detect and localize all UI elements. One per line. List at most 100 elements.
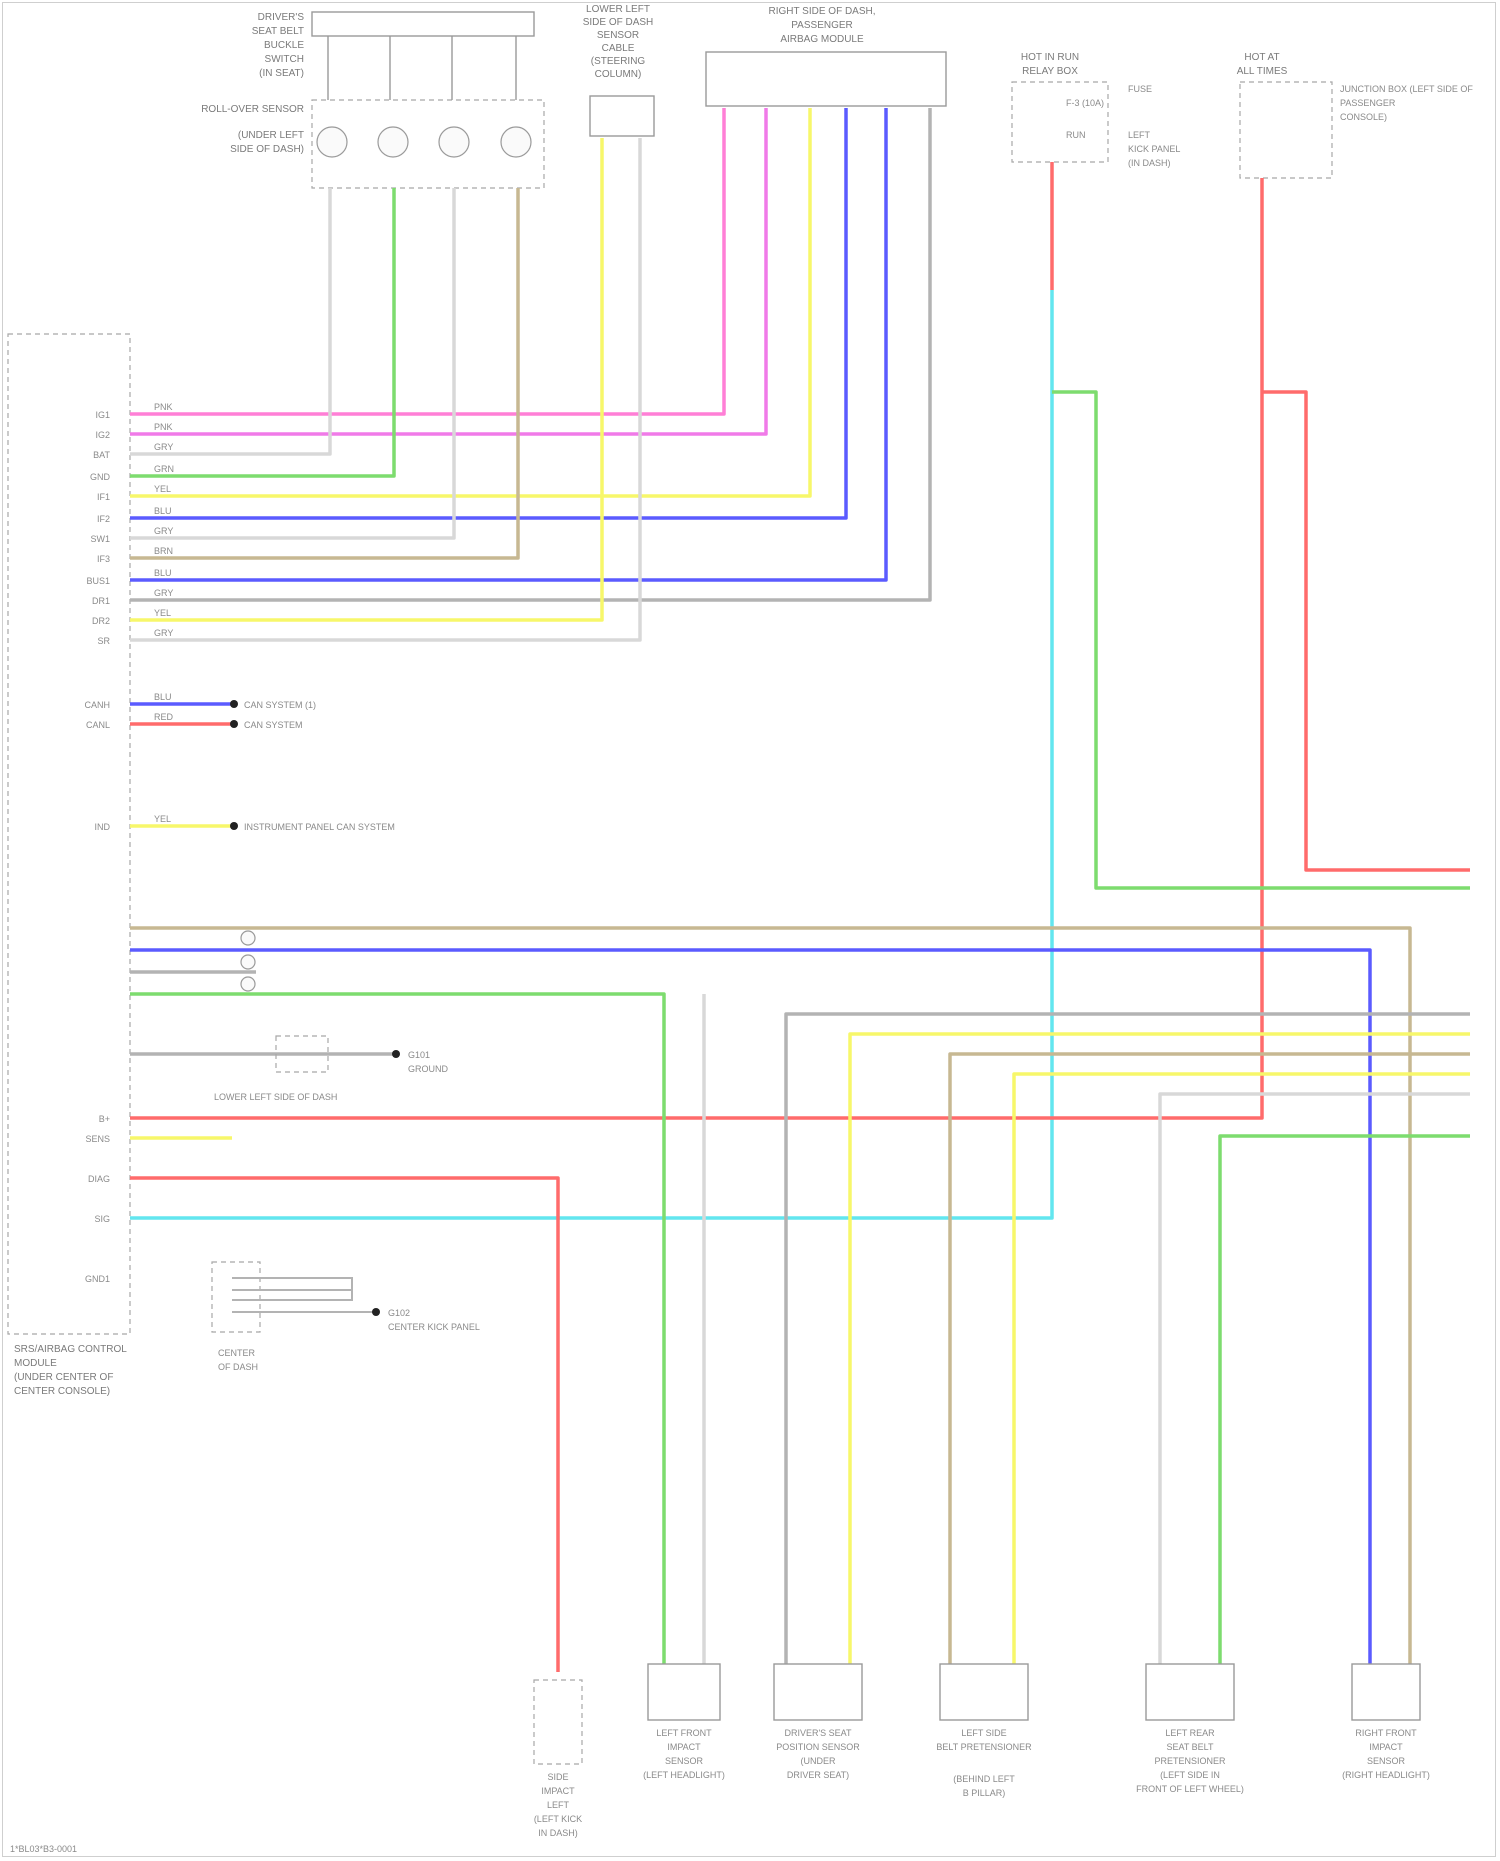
switch-label-1: DRIVER'S xyxy=(258,12,305,23)
wire-label-yel-1: YEL xyxy=(154,484,171,494)
comp6-l1: RIGHT FRONT xyxy=(1355,1728,1417,1738)
wire-sr-lightgray xyxy=(130,138,640,640)
comp6-l2: IMPACT xyxy=(1369,1742,1403,1752)
comp3-l1: DRIVER'S SEAT xyxy=(784,1728,852,1738)
comp5-l5: FRONT OF LEFT WHEEL) xyxy=(1136,1784,1244,1794)
wire-hotrun-cyan xyxy=(130,290,1052,1218)
comp2-l1: LEFT FRONT xyxy=(656,1728,712,1738)
can-labels: CANH CANL BLU RED CAN SYSTEM (1) CAN SYS… xyxy=(84,692,394,832)
wire-if3-brown xyxy=(130,188,518,558)
srs-label-1: SRS/AIRBAG CONTROL xyxy=(14,1344,127,1355)
wire-label-gry-3: GRY xyxy=(154,588,173,598)
wire-label-pnk-2: PNK xyxy=(154,422,173,432)
pin-sw1: SW1 xyxy=(90,534,110,544)
pin-sr: SR xyxy=(97,636,110,646)
wire-ig2-magenta xyxy=(130,108,766,434)
wire-label-gry-2: GRY xyxy=(154,526,173,536)
pin-canl: CANL xyxy=(86,720,110,730)
hotrun-line-6: (IN DASH) xyxy=(1128,158,1171,168)
ground-lower-left: LOWER LEFT SIDE OF DASH xyxy=(214,1092,337,1102)
pin-canh: CANH xyxy=(84,700,110,710)
pin-bplus: B+ xyxy=(99,1114,110,1124)
wire-sw1-gray xyxy=(130,188,454,538)
pin-gnd: GND xyxy=(90,472,111,482)
hotall-line-1: JUNCTION BOX (LEFT SIDE OF xyxy=(1340,84,1473,94)
hotrun-line-4: LEFT xyxy=(1128,130,1151,140)
comp5-l3: PRETENSIONER xyxy=(1154,1756,1226,1766)
occ-label-1: LOWER LEFT xyxy=(586,4,650,15)
pin-if2: IF2 xyxy=(97,514,110,524)
can-dest-2: CAN SYSTEM xyxy=(244,720,303,730)
comp3-l3: (UNDER xyxy=(801,1756,836,1766)
hotall-label-2: ALL TIMES xyxy=(1237,66,1288,77)
comp1-l4: (LEFT KICK xyxy=(534,1814,582,1824)
wire-hotall-red-right xyxy=(1262,392,1470,870)
hotrun-label-2: RELAY BOX xyxy=(1022,66,1078,77)
comp1-l1: SIDE xyxy=(547,1772,568,1782)
rollover-label-3: SIDE OF DASH) xyxy=(230,144,304,155)
hotrun-line-3: RUN xyxy=(1066,130,1086,140)
pin-diag: DIAG xyxy=(88,1174,110,1184)
ground-g102: G102 xyxy=(388,1308,410,1318)
wire-if1-yellow xyxy=(130,108,810,496)
switch-label-3: BUCKLE xyxy=(264,40,304,51)
wires xyxy=(130,108,1470,1672)
comp6-l4: (RIGHT HEADLIGHT) xyxy=(1342,1770,1430,1780)
wire-brown-belt xyxy=(950,1054,1470,1672)
wire-label-yel-2: YEL xyxy=(154,608,171,618)
wire-label-blu-1: BLU xyxy=(154,506,172,516)
pin-bus1: BUS1 xyxy=(86,576,110,586)
rollover-label-1: ROLL-OVER SENSOR xyxy=(201,104,304,115)
hot-at-all-times-fuse-box: HOT AT ALL TIMES JUNCTION BOX (LEFT SIDE… xyxy=(1237,52,1474,178)
ground-center: CENTER xyxy=(218,1348,256,1358)
pin-sens: SENS xyxy=(85,1134,110,1144)
hotall-line-2: PASSENGER xyxy=(1340,98,1396,108)
bottom-components: SIDE IMPACT LEFT (LEFT KICK IN DASH) LEF… xyxy=(534,1664,1430,1838)
pin-if3: IF3 xyxy=(97,554,110,564)
ground-g101: G101 xyxy=(408,1050,430,1060)
wire-label-ind: YEL xyxy=(154,814,171,824)
pin-if1: IF1 xyxy=(97,492,110,502)
hotall-line-3: CONSOLE) xyxy=(1340,112,1387,122)
wire-white-rear xyxy=(1160,1094,1470,1672)
pin-ig2: IG2 xyxy=(95,430,110,440)
occupant-sensor-module: LOWER LEFT SIDE OF DASH SENSOR CABLE (ST… xyxy=(583,4,654,136)
comp3-l2: POSITION SENSOR xyxy=(776,1742,860,1752)
wire-label-pnk-1: PNK xyxy=(154,402,173,412)
footer-code: 1*BL03*B3-0001 xyxy=(10,1844,77,1854)
comp2-l3: SENSOR xyxy=(665,1756,704,1766)
comp2-l4: (LEFT HEADLIGHT) xyxy=(643,1770,725,1780)
wire-ig1-pink xyxy=(130,108,724,414)
switch-label-4: SWITCH xyxy=(265,54,304,65)
lower-pin-labels: B+ SENS DIAG SIG GND1 xyxy=(85,1114,110,1284)
wire-label-gry-1: GRY xyxy=(154,442,173,452)
passenger-airbag-module: RIGHT SIDE OF DASH, PASSENGER AIRBAG MOD… xyxy=(706,6,946,106)
wire-hotall-red xyxy=(130,178,1262,1118)
comp1-l3: LEFT xyxy=(547,1800,570,1810)
pam-label-1: RIGHT SIDE OF DASH, xyxy=(768,6,875,17)
rollover-label-2: (UNDER LEFT xyxy=(238,130,304,141)
wire-yellow-belt xyxy=(1014,1074,1470,1672)
srs-label-4: CENTER CONSOLE) xyxy=(14,1386,110,1397)
hotrun-line-2: F-3 (10A) xyxy=(1066,98,1104,108)
pin-dr2: DR2 xyxy=(92,616,110,626)
hotrun-line-1: FUSE xyxy=(1128,84,1152,94)
comp2-l2: IMPACT xyxy=(667,1742,701,1752)
pin-dr1: DR1 xyxy=(92,596,110,606)
ind-dest: INSTRUMENT PANEL CAN SYSTEM xyxy=(244,822,395,832)
wire-label-gry-4: GRY xyxy=(154,628,173,638)
occ-label-4: CABLE xyxy=(602,43,635,54)
ground-kick-panel: CENTER KICK PANEL xyxy=(388,1322,480,1332)
wire-label-blu-2: BLU xyxy=(154,568,172,578)
comp5-l4: (LEFT SIDE IN xyxy=(1160,1770,1220,1780)
pin-ind: IND xyxy=(95,822,111,832)
wire-diag-red xyxy=(130,1178,558,1672)
pin-gnd1: GND1 xyxy=(85,1274,110,1284)
wire-bus1-blue xyxy=(130,108,886,580)
wire-dr2-yellow xyxy=(130,138,602,620)
srs-label-3: (UNDER CENTER OF xyxy=(14,1372,113,1383)
comp1-l2: IMPACT xyxy=(541,1786,575,1796)
wire-label-brn: BRN xyxy=(154,546,173,556)
comp5-l2: SEAT BELT xyxy=(1166,1742,1214,1752)
